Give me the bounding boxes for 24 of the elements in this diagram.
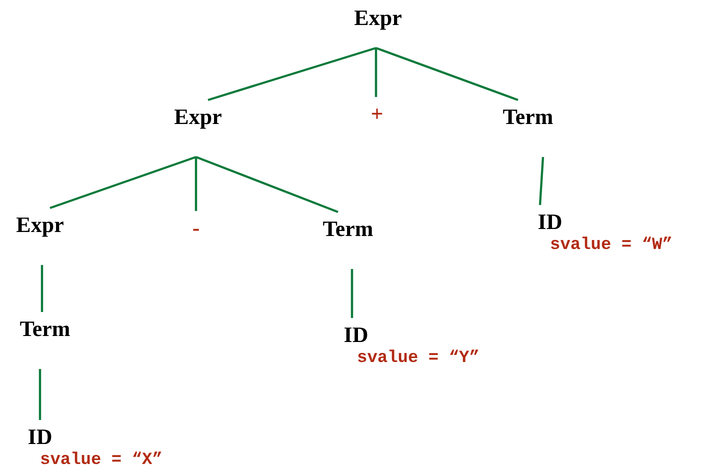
tree-branch [38,369,42,420]
tree-branch [50,156,196,210]
tree-branch [40,265,44,312]
grammar-symbol: Term [322,218,374,240]
attribute-value: svalue = “Y” [357,350,480,367]
tree-branch [350,269,354,318]
grammar-symbol: ID [538,211,562,233]
tree-branch [538,156,544,206]
grammar-symbol: Expr [16,214,64,236]
grammar-symbol: Term [502,106,554,128]
tree-branch [208,46,376,102]
grammar-symbol: Expr [354,7,402,29]
operator-token: - [192,217,200,239]
tree-branch [194,157,198,211]
grammar-symbol: Term [20,318,70,340]
attribute-value: svalue = “W” [550,237,672,254]
grammar-symbol: Expr [174,106,222,128]
attribute-value: svalue = “X” [40,452,162,469]
operator-token: + [370,103,384,125]
tree-branch [196,156,338,214]
tree-branch [376,46,518,102]
tree-branch [374,48,378,97]
grammar-symbol: ID [28,426,52,448]
grammar-symbol: ID [344,324,368,346]
